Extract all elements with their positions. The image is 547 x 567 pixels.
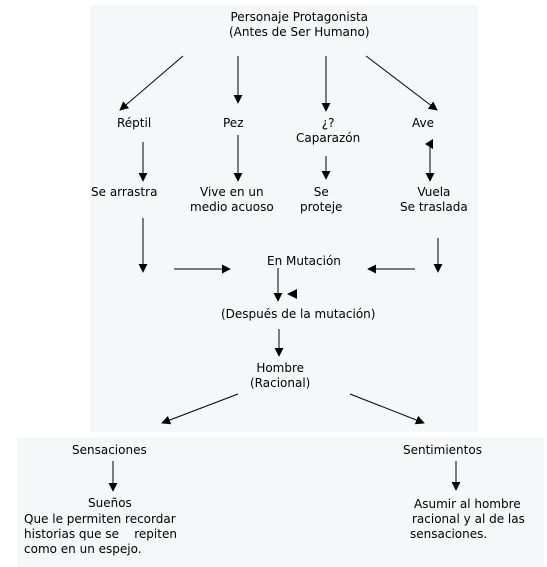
node-bird: Ave [412,116,434,130]
node-protects: Se proteje [300,185,343,214]
node-flies: Vuela Se traslada [400,185,468,214]
node-mutation: En Mutación [267,254,341,268]
node-sensations: Sensaciones [72,443,147,457]
arrow-to-bird [365,55,438,111]
node-fish: Pez [223,116,244,130]
lower-diagram-panel [17,437,544,567]
node-assume: Asumir al hombre racional y al de las se… [410,497,525,541]
node-dreams-text: Que le permiten recordar historias que s… [24,512,177,556]
small-triangle-bird [425,139,433,149]
arrow-man-sensations [161,393,239,425]
arrow-to-reptile [119,55,184,111]
upper-diagram-panel [90,5,478,432]
small-triangle-mutation [287,289,297,299]
node-protagonist: Personaje Protagonista (Antes de Ser Hum… [229,10,370,39]
node-drags: Se arrastra [91,185,158,199]
node-man: Hombre (Racional) [250,361,311,390]
node-aquatic: Vive en un medio acuoso [190,185,274,214]
arrow-man-feelings [349,393,425,425]
node-after-mutation: (Después de la mutación) [221,307,376,321]
node-dreams-title: Sueños [88,496,132,510]
node-feelings: Sentimientos [403,443,482,457]
node-reptile: Réptil [117,116,152,130]
node-shell: ¿? Caparazón [296,116,361,145]
